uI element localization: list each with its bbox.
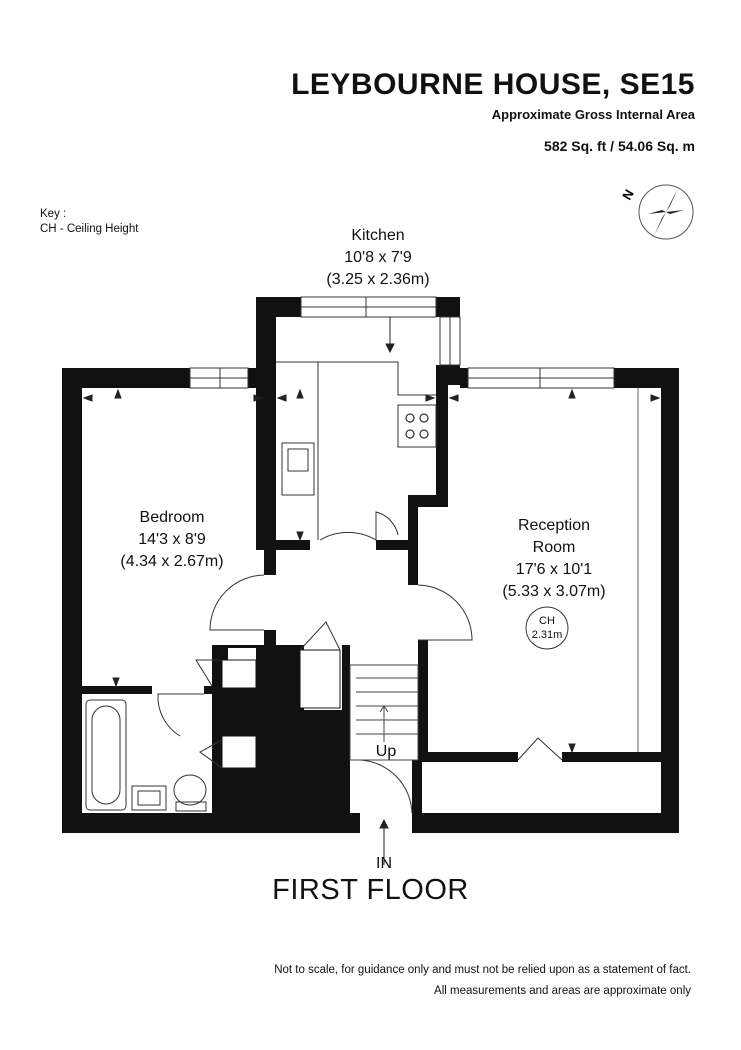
compass-north-label: N (619, 187, 637, 203)
staircase (349, 664, 419, 761)
kitchen-metric: (3.25 x 2.36m) (326, 271, 429, 288)
gross-area: 582 Sq. ft / 54.06 Sq. m (544, 138, 695, 154)
reception-metric: (5.33 x 3.07m) (502, 583, 605, 600)
stairs-up-label: Up (376, 743, 397, 760)
kitchen-counter (276, 361, 437, 540)
doors (157, 511, 563, 814)
floor-label: FIRST FLOOR (272, 874, 469, 906)
bedroom-name: Bedroom (140, 509, 205, 526)
property-title: LEYBOURNE HOUSE, SE15 (291, 68, 695, 101)
ceiling-height-badge: CH 2.31m (525, 606, 569, 650)
area-subtitle: Approximate Gross Internal Area (491, 107, 695, 122)
disclaimer-line-1: Not to scale, for guidance only and must… (274, 964, 691, 976)
ceiling-height-value: 2.31m (532, 629, 563, 641)
entrance-label: IN (376, 855, 392, 872)
bathroom-fittings (85, 699, 207, 812)
compass-icon: N (619, 184, 694, 240)
reception-imperial: 17'6 x 10'1 (516, 561, 592, 578)
reception-name-line2: Room (533, 539, 576, 556)
walls (62, 297, 679, 833)
kitchen-imperial: 10'8 x 7'9 (344, 249, 412, 266)
bedroom-imperial: 14'3 x 8'9 (138, 531, 206, 548)
windows (189, 296, 615, 389)
hob-icon (405, 413, 429, 439)
key-entry: CH - Ceiling Height (40, 223, 139, 235)
kitchen-name: Kitchen (351, 227, 404, 244)
key-legend: Key : CH - Ceiling Height (40, 207, 138, 237)
reception-name: Reception (518, 517, 590, 534)
key-heading: Key : (40, 208, 67, 220)
disclaimer-line-2: All measurements and areas are approxima… (434, 985, 691, 997)
ceiling-height-label: CH (539, 615, 555, 627)
bedroom-metric: (4.34 x 2.67m) (120, 553, 223, 570)
dimension-markers (82, 317, 661, 865)
